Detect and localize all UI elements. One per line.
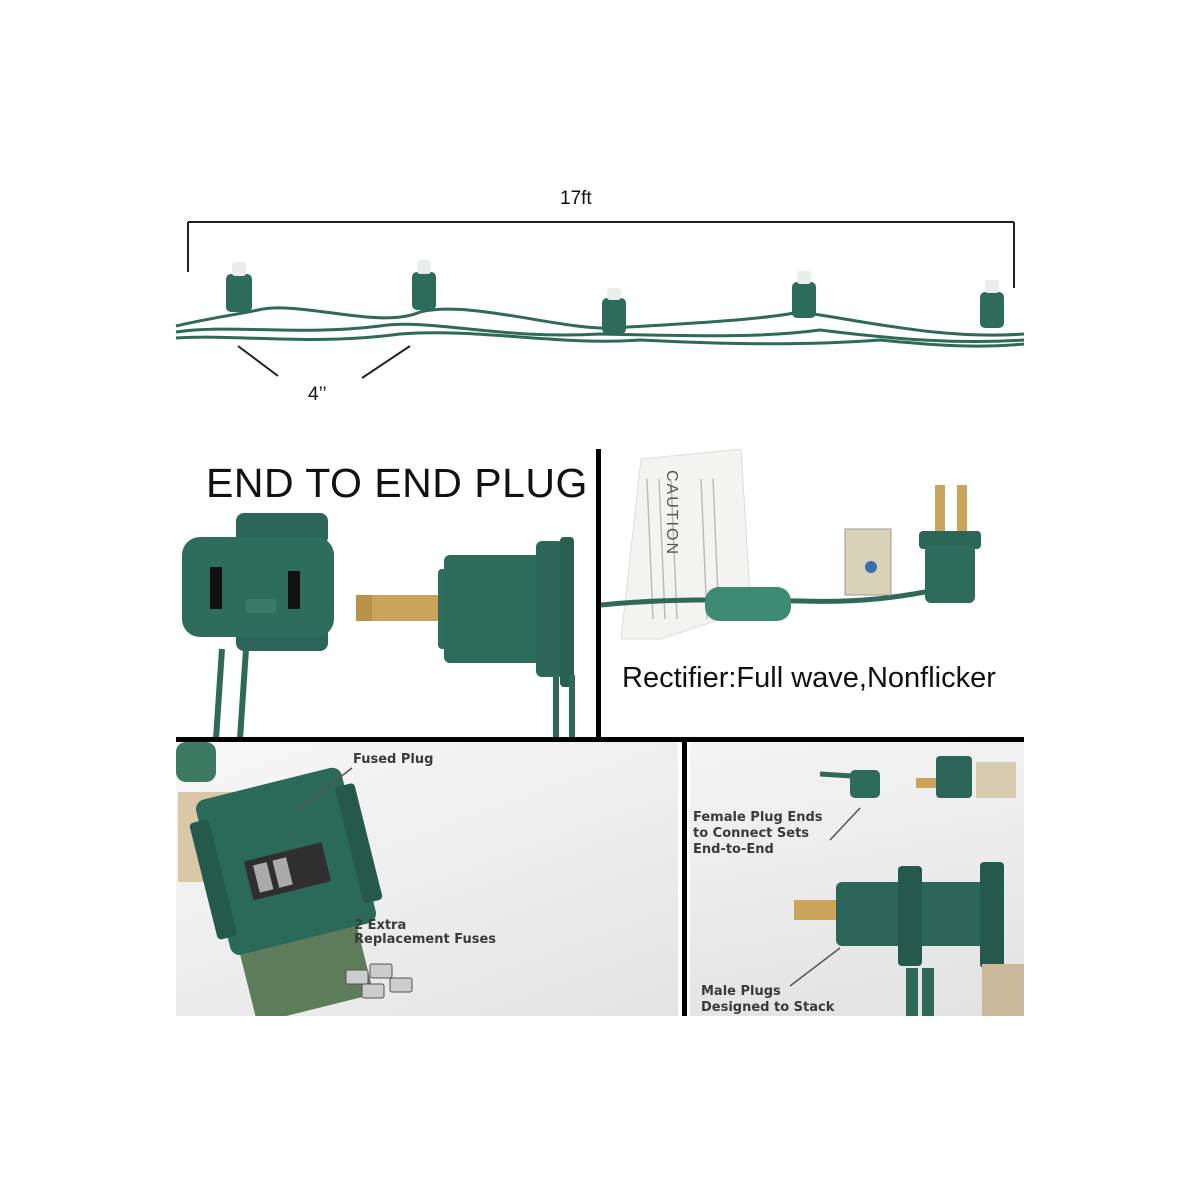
stacked-plugs-icon: [794, 862, 1024, 1016]
bulb: [792, 271, 816, 318]
spare-fuses-label-2: Replacement Fuses: [354, 932, 497, 947]
rectifier-plug-icon: [919, 485, 981, 603]
fused-plug-photo: [176, 742, 413, 1016]
divider-bottom-vertical: [682, 742, 687, 1016]
rectifier-housing: [705, 587, 791, 621]
female-plug-icon: [182, 513, 334, 651]
fused-plug-label: Fused Plug: [353, 752, 434, 767]
female-plug-label-3: End-to-End: [693, 842, 774, 857]
male-plug-label-1: Male Plugs: [701, 984, 781, 999]
end-to-end-plug-photo: [182, 513, 575, 739]
spacing-marks: [237, 345, 411, 379]
bulb: [602, 288, 626, 334]
male-plug-icon: [916, 756, 1016, 798]
bulb-spacing-label: 4’’: [308, 384, 327, 405]
bulb: [226, 262, 252, 312]
rectifier-component: [865, 561, 877, 573]
bulb: [412, 260, 436, 310]
caution-tag-label: CAUTION: [663, 470, 680, 556]
plug-wires: [213, 648, 249, 739]
female-plug-label-1: Female Plug Ends: [693, 810, 823, 825]
divider-middle-horizontal: [176, 737, 1024, 742]
female-plug-icon: [850, 770, 880, 798]
rectifier-photo: [601, 449, 981, 640]
rectifier-wire: [601, 586, 942, 608]
bulb: [980, 280, 1004, 328]
stacking-plugs-photo: [789, 756, 1024, 1016]
female-plug-label-2: to Connect Sets: [693, 826, 810, 841]
wire: [175, 306, 1025, 348]
male-plug-label-2: Designed to Stack: [701, 1000, 835, 1015]
male-plug-icon: [356, 537, 574, 687]
total-length-label: 17ft: [560, 188, 592, 209]
length-bracket: [187, 221, 1015, 288]
spare-fuses-label-1: 2 Extra: [354, 918, 407, 933]
end-to-end-plug-title: END TO END PLUG: [206, 460, 588, 506]
fused-plug-panel: Fused Plug 2 Extra Replacement Fuses: [176, 742, 678, 1016]
fused-plug-pointer: [299, 767, 353, 809]
plug-wires: [553, 675, 575, 739]
spare-fuses-icon: [345, 963, 413, 999]
rectifier-caption: Rectifier:Full wave,Nonflicker: [622, 662, 996, 694]
fused-plug-icon: [189, 767, 383, 1016]
stacking-plugs-panel: Female Plug Ends to Connect Sets End-to-…: [690, 742, 1024, 1016]
divider-middle-vertical: [596, 449, 601, 737]
light-string-illustration: [175, 221, 1025, 379]
